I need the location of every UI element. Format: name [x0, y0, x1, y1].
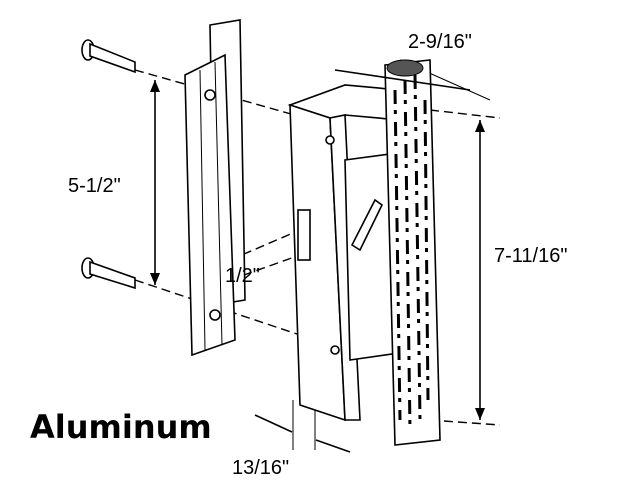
screw-bottom [81, 257, 136, 290]
handle-body [287, 84, 421, 422]
wood-grip [384, 59, 441, 446]
dimension-lines [150, 69, 485, 453]
dimension-depth-label: 13/16" [232, 457, 289, 479]
back-plate [184, 19, 246, 357]
dimension-offset-label: 1/2" [225, 265, 260, 287]
dimension-width-label: 2-9/16" [408, 31, 472, 53]
material-label: Aluminum [30, 408, 212, 446]
dimension-screw-spacing-label: 5-1/2" [68, 175, 121, 197]
dimension-height-label: 7-11/16" [494, 245, 567, 267]
screw-top [81, 39, 136, 74]
